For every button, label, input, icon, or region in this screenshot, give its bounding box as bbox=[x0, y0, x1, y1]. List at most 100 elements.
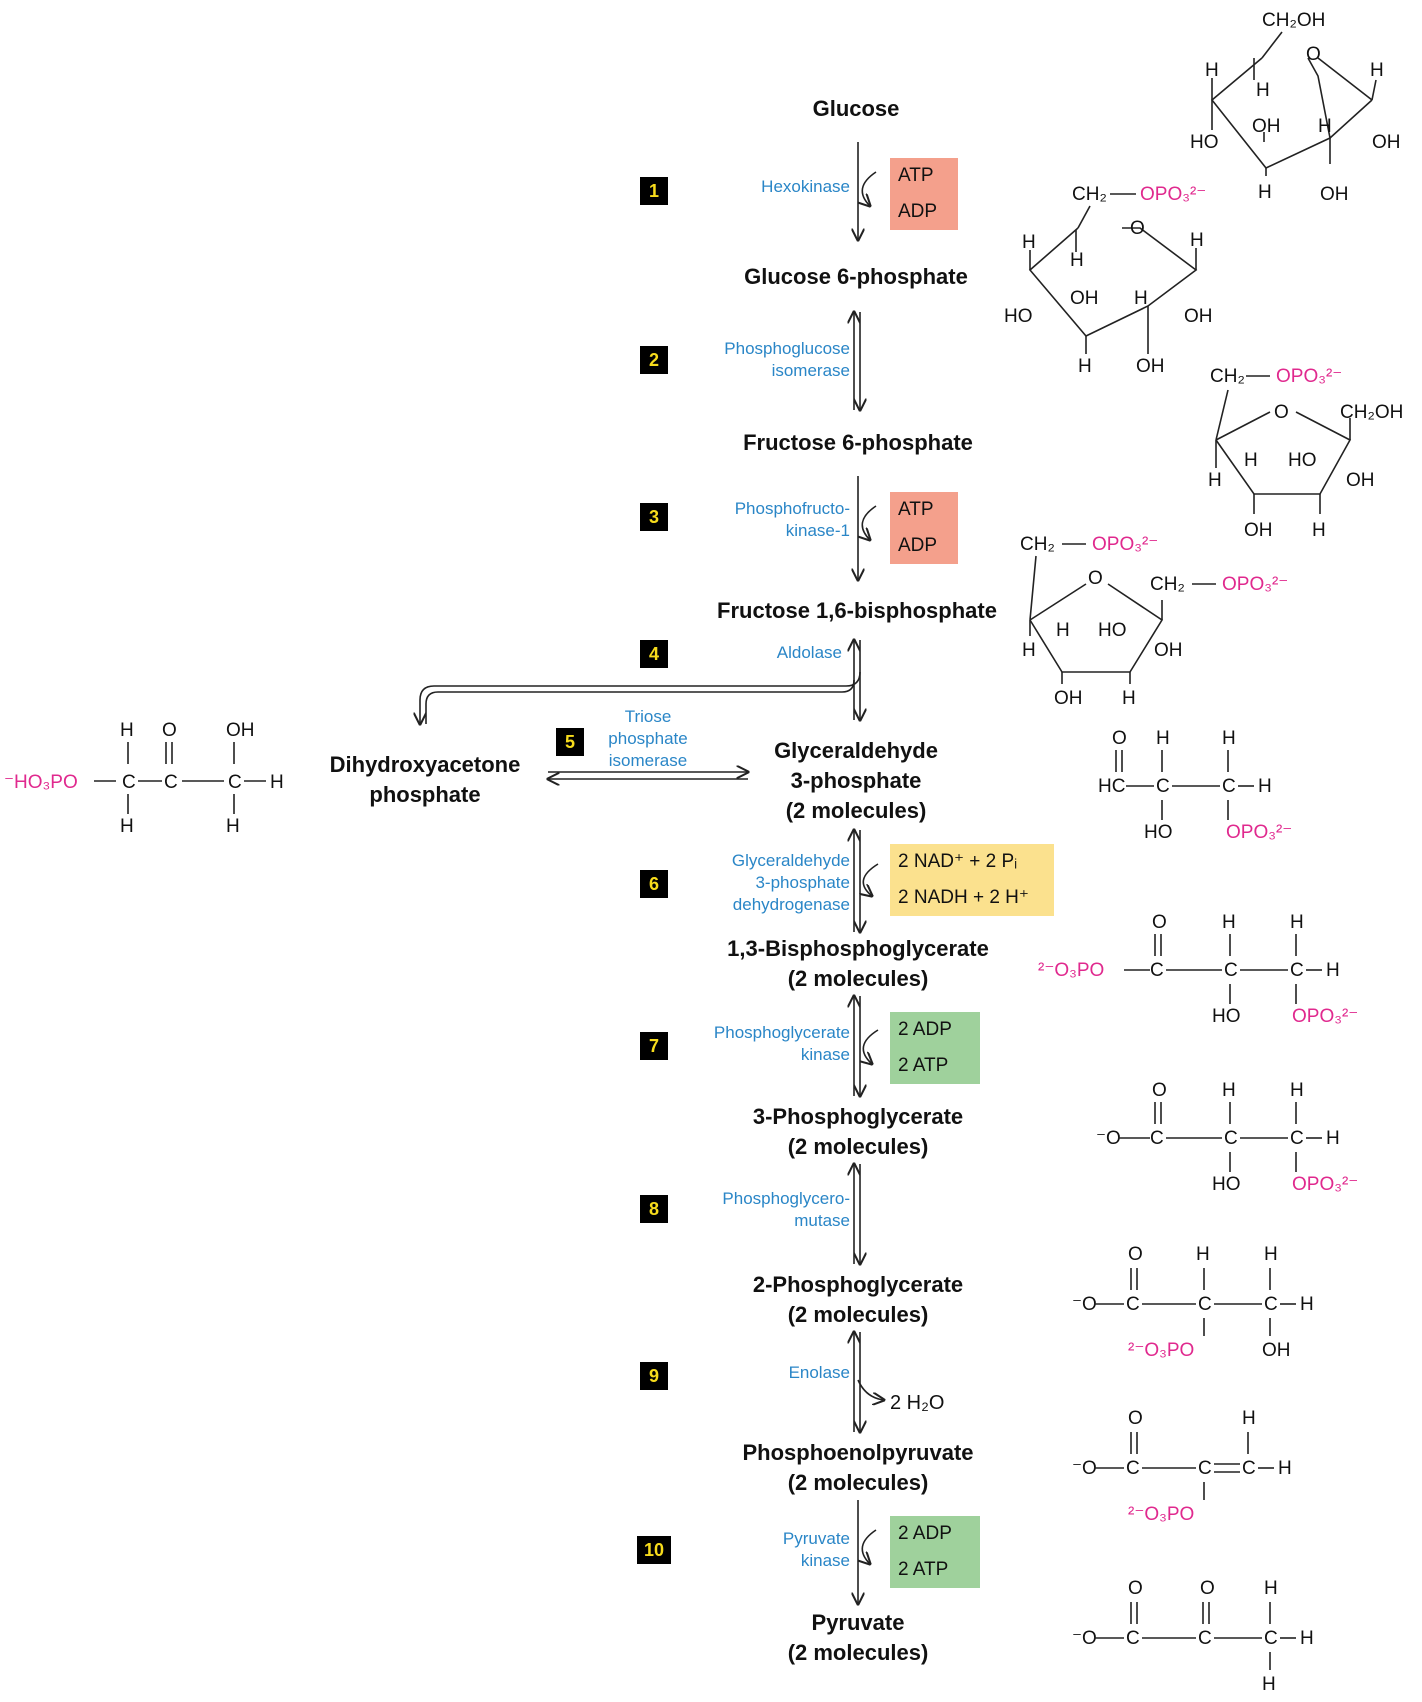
label: C bbox=[1264, 1628, 1278, 1649]
compound-fructose-1-6-bisphosphate: Fructose 1,6-bisphosphate bbox=[694, 596, 1020, 626]
label: CH₂ bbox=[1020, 534, 1055, 555]
label: OPO₃²⁻ bbox=[1092, 534, 1158, 555]
label: C bbox=[1150, 1128, 1164, 1149]
structure-pyruvate: ⁻O C O C O C H H H bbox=[1072, 1578, 1314, 1695]
compound-line: 3-phosphate bbox=[790, 768, 922, 793]
label: H bbox=[1208, 470, 1222, 491]
enzyme-line: Phosphoglycerate bbox=[713, 1023, 850, 1042]
enzyme-aldolase: Aldolase bbox=[777, 642, 842, 664]
label: ⁻O bbox=[1072, 1628, 1097, 1649]
label: H bbox=[1122, 688, 1136, 709]
label: H bbox=[1312, 520, 1326, 541]
structure-2-phosphoglycerate: ⁻O C O C H ²⁻O₃PO C H H OH bbox=[1072, 1244, 1314, 1361]
label: C bbox=[1290, 960, 1304, 981]
cofactor-in: ATP bbox=[898, 165, 934, 186]
label: O bbox=[1128, 1578, 1143, 1599]
enzyme-line: phosphate bbox=[608, 729, 688, 748]
compound-dihydroxyacetone-phosphate: Dihydroxyacetone phosphate bbox=[314, 750, 536, 810]
label: C bbox=[164, 772, 178, 793]
cofactor-box-step-7: 2 ADP 2 ATP bbox=[890, 1012, 980, 1084]
compound-line: (2 molecules) bbox=[787, 1640, 929, 1665]
enzyme-line: dehydrogenase bbox=[732, 895, 850, 914]
cofactor-out: 2 NADH + 2 H⁺ bbox=[898, 887, 1029, 908]
label: O bbox=[1152, 1080, 1167, 1101]
cofactor-in: 2 ADP bbox=[898, 1523, 952, 1544]
enzyme-line: mutase bbox=[794, 1211, 850, 1230]
label: ⁻HO₃PO bbox=[4, 772, 78, 793]
label: H bbox=[270, 772, 284, 793]
structure-glucose-6-phosphate: CH₂ OPO₃²⁻ O H H H HO OH H OH H OH bbox=[1004, 184, 1213, 377]
label: OH bbox=[1070, 288, 1099, 309]
enzyme-line: Enolase bbox=[788, 1363, 850, 1382]
compound-phosphoenolpyruvate: Phosphoenolpyruvate (2 molecules) bbox=[712, 1438, 1004, 1498]
compound-line: (2 molecules) bbox=[787, 1302, 929, 1327]
label: H bbox=[1258, 776, 1272, 797]
compound-line: Glyceraldehyde bbox=[774, 738, 938, 763]
label: C bbox=[1264, 1294, 1278, 1315]
enzyme-enolase: Enolase bbox=[789, 1362, 850, 1384]
label: C bbox=[1290, 1128, 1304, 1149]
structure-glyceraldehyde-3-phosphate: O HC C H HO C H H OPO₃²⁻ bbox=[1098, 728, 1292, 843]
label: H bbox=[1262, 1674, 1276, 1695]
label: CH₂ bbox=[1150, 574, 1185, 595]
label: H bbox=[1070, 250, 1084, 271]
label: O bbox=[1200, 1578, 1215, 1599]
structure-glucose: CH₂OH O H H HO OH H OH H H OH bbox=[1190, 10, 1401, 205]
label: HO bbox=[1212, 1006, 1241, 1027]
enzyme-line: Phosphoglucose bbox=[724, 339, 850, 358]
step-badge-9: 9 bbox=[640, 1362, 668, 1390]
label: H bbox=[120, 720, 134, 741]
enzyme-line: kinase bbox=[800, 1551, 850, 1570]
label: OH bbox=[1346, 470, 1375, 491]
cofactor-box-step-6: 2 NAD⁺ + 2 Pᵢ 2 NADH + 2 H⁺ bbox=[890, 844, 1054, 916]
enzyme-line: isomerase bbox=[608, 751, 688, 770]
label: C bbox=[1156, 776, 1170, 797]
enzyme-line: Aldolase bbox=[776, 643, 842, 662]
step-badge-10: 10 bbox=[637, 1536, 671, 1564]
label: H bbox=[1134, 288, 1148, 309]
enzyme-line: Glyceraldehyde bbox=[731, 851, 850, 870]
label: OH bbox=[1244, 520, 1273, 541]
label: H bbox=[1300, 1628, 1314, 1649]
compound-glucose: Glucose bbox=[760, 94, 952, 124]
cofactor-in: ATP bbox=[898, 499, 934, 520]
enzyme-phosphoglucose-isomerase: Phosphoglucose isomerase bbox=[724, 338, 850, 382]
label: OPO₃²⁻ bbox=[1292, 1174, 1358, 1195]
compound-2-phosphoglycerate: 2-Phosphoglycerate (2 molecules) bbox=[722, 1270, 994, 1330]
label: H bbox=[1300, 1294, 1314, 1315]
label: OH bbox=[1154, 640, 1183, 661]
label: OH bbox=[226, 720, 255, 741]
label: H bbox=[1370, 60, 1384, 81]
cofactor-box-step-10: 2 ADP 2 ATP bbox=[890, 1516, 980, 1588]
compound-line: 1,3-Bisphosphoglycerate bbox=[727, 936, 989, 961]
label: O bbox=[1306, 44, 1321, 65]
compound-line: (2 molecules) bbox=[787, 966, 929, 991]
cofactor-out: 2 ATP bbox=[898, 1055, 949, 1076]
enzyme-line: Triose bbox=[624, 707, 672, 726]
label: HC bbox=[1098, 776, 1125, 797]
compound-pyruvate: Pyruvate (2 molecules) bbox=[756, 1608, 960, 1668]
label: HO bbox=[1212, 1174, 1241, 1195]
label: OH bbox=[1252, 116, 1281, 137]
cofactor-out: ADP bbox=[898, 535, 938, 556]
step-badge-4: 4 bbox=[640, 640, 668, 668]
label: HO bbox=[1004, 306, 1033, 327]
structure-phosphoenolpyruvate: ⁻O C O C ²⁻O₃PO C H H bbox=[1072, 1408, 1292, 1525]
label: OH bbox=[1184, 306, 1213, 327]
enzyme-phosphoglycerate-kinase: Phosphoglycerate kinase bbox=[714, 1022, 850, 1066]
compound-line: Dihydroxyacetone bbox=[329, 752, 521, 777]
label: OPO₃²⁻ bbox=[1226, 822, 1292, 843]
label: H bbox=[1264, 1244, 1278, 1265]
structure-dihydroxyacetone-phosphate: ⁻HO₃PO C C C H H H O OH H bbox=[4, 720, 284, 837]
label: OH bbox=[1136, 356, 1165, 377]
label: C bbox=[122, 772, 136, 793]
label: H bbox=[1205, 60, 1219, 81]
structure-1-3-bisphosphoglycerate: ²⁻O₃PO C O C H HO C H H OPO₃²⁻ bbox=[1038, 912, 1358, 1027]
step-badge-2: 2 bbox=[640, 346, 668, 374]
label: OH bbox=[1320, 184, 1349, 205]
label: HO bbox=[1098, 620, 1127, 641]
label: H bbox=[1264, 1578, 1278, 1599]
enzyme-triose-phosphate-isomerase: Triose phosphate isomerase bbox=[596, 706, 700, 772]
cofactor-box-step-1: ATP ADP bbox=[890, 158, 958, 230]
